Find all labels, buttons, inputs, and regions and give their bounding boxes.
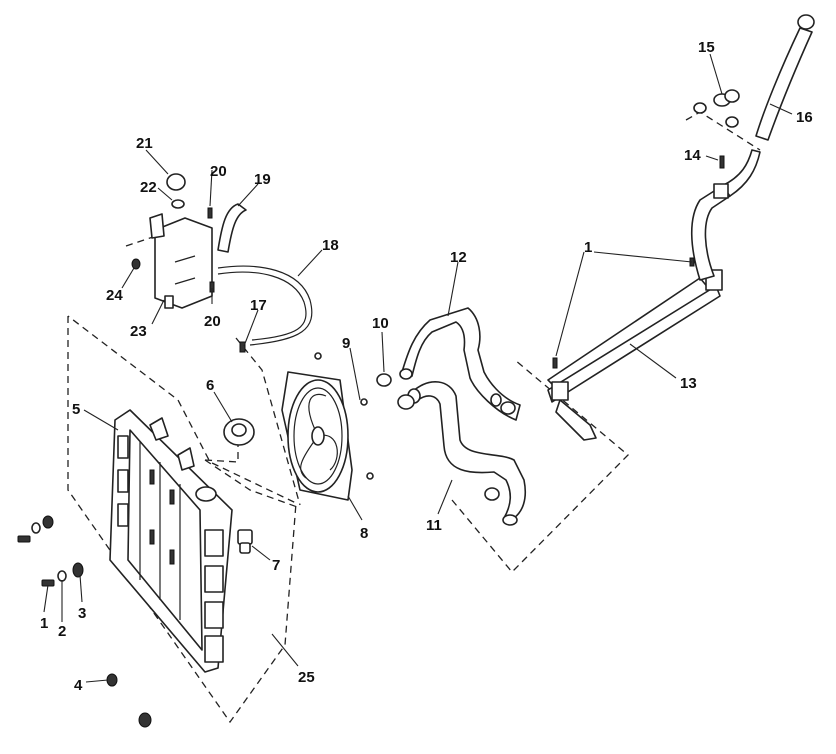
callout-15: 15 <box>698 39 715 56</box>
callout-24: 24 <box>106 287 123 304</box>
callout-labels: 1 2 3 4 5 6 7 8 9 10 11 12 13 14 15 16 1… <box>40 39 813 694</box>
radiator-assembly-outline <box>67 315 297 724</box>
leader-lines <box>43 53 793 683</box>
callout-7: 7 <box>272 557 280 574</box>
callout-5: 5 <box>72 401 80 418</box>
callout-13: 13 <box>680 375 697 392</box>
callout-3: 3 <box>78 605 86 622</box>
long-coolant-pipe <box>547 149 761 441</box>
hose-11 <box>407 381 527 526</box>
callout-8: 8 <box>360 525 368 542</box>
cooling-fan <box>281 352 374 501</box>
fitting-15 <box>693 89 740 128</box>
callout-6: 6 <box>206 377 214 394</box>
callout-4: 4 <box>74 677 83 694</box>
bolt-14 <box>719 155 725 169</box>
callout-23: 23 <box>130 323 147 340</box>
expansion-tank <box>131 173 213 309</box>
callout-10: 10 <box>372 315 389 332</box>
fitting-dashed-15 <box>685 111 761 151</box>
hose-clamps <box>360 373 516 501</box>
hose-12 <box>399 307 521 421</box>
radiator <box>109 409 233 673</box>
radiator-cap <box>223 418 255 446</box>
callout-14: 14 <box>684 147 701 164</box>
callout-17: 17 <box>250 297 267 314</box>
mounting-hardware <box>17 515 152 728</box>
tank-bracket-dashed <box>125 235 157 247</box>
callout-25: 25 <box>298 669 315 686</box>
callout-20-top: 20 <box>210 163 227 180</box>
callout-16: 16 <box>796 109 813 126</box>
callout-20-bottom: 20 <box>204 313 221 330</box>
callout-1-right: 1 <box>584 239 592 256</box>
callout-12: 12 <box>450 249 467 266</box>
callout-11: 11 <box>426 517 442 534</box>
callout-22: 22 <box>140 179 157 196</box>
callout-21: 21 <box>136 135 153 152</box>
callout-18: 18 <box>322 237 339 254</box>
callout-2: 2 <box>58 623 66 640</box>
callout-19: 19 <box>254 171 271 188</box>
fan-guide-dashed-line <box>204 459 301 509</box>
callout-9: 9 <box>342 335 350 352</box>
drain-plug <box>237 529 253 554</box>
callout-1-left: 1 <box>40 615 48 632</box>
hose-16 <box>755 14 815 141</box>
